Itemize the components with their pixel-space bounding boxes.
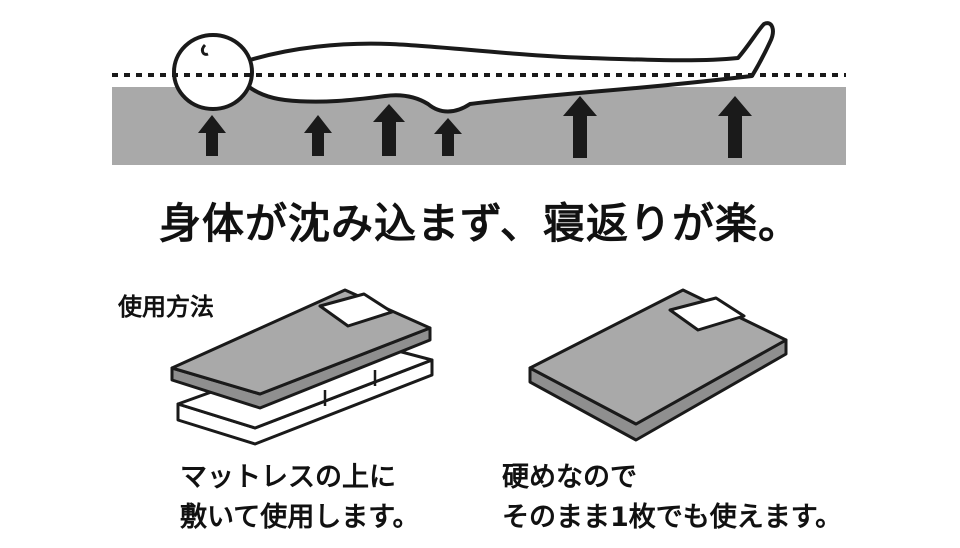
person-head [172,33,254,111]
support-arrow [563,96,597,158]
pillow [668,296,746,332]
body-support-illustration [112,21,846,165]
pillow [318,292,394,328]
person-ear [200,43,209,56]
caption-line: そのまま1枚でも使えます。 [502,502,843,533]
pad-on-mattress-illustration [170,288,434,446]
support-arrow [718,96,752,158]
caption-alone: 硬めなので そのまま1枚でも使えます。 [502,458,842,538]
support-arrow [198,115,226,156]
caption-on-mattress: マットレスの上に 敷いて使用します。 [180,458,420,538]
caption-line: 敷いて使用します。 [180,502,420,533]
support-arrow [434,118,462,156]
headline: 身体が沈み込まず、寝返りが楽。 [158,199,802,248]
caption-line: マットレスの上に [180,462,396,493]
usage-title: 使用方法 [118,293,214,321]
pad-alone-illustration [528,288,788,442]
upper-pad [170,288,432,410]
caption-line: 硬めなので [502,462,637,493]
support-arrow [373,104,405,156]
person-body [246,21,775,114]
support-arrow [304,115,332,156]
